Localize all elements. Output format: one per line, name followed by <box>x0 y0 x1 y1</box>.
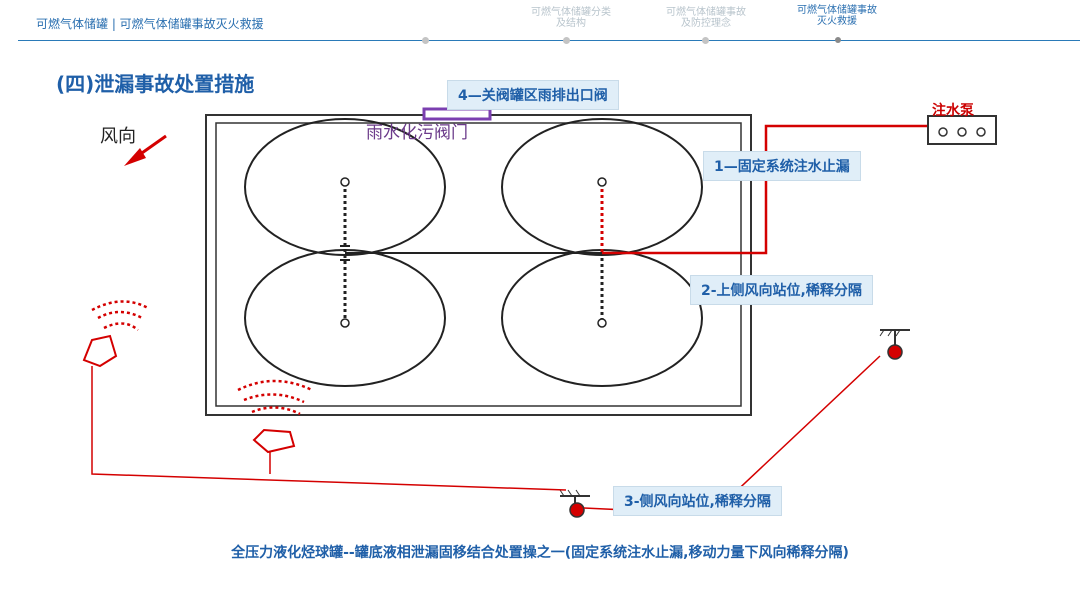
water-pump-icon <box>927 115 997 145</box>
pump-wheel-icon <box>976 127 986 137</box>
tank-nozzle <box>597 177 607 187</box>
tank-nozzle <box>340 318 350 328</box>
header-title: 可燃气体储罐 | 可燃气体储罐事故灭火救援 <box>36 17 264 31</box>
dike-outer-wall <box>205 114 752 416</box>
tank-nozzle <box>597 318 607 328</box>
nav-dot-1[interactable] <box>422 37 429 44</box>
nav-progress-line <box>18 40 1080 41</box>
callout-upwind-position: 2-上侧风向站位,稀释分隔 <box>690 275 873 305</box>
pump-wheel-icon <box>938 127 948 137</box>
tank-top-right <box>501 118 703 256</box>
water-monitor-left-icon <box>82 300 149 368</box>
wind-direction-arrow-icon <box>124 148 146 166</box>
nav-step-2[interactable]: 可燃气体储罐事故及防控理念 <box>666 7 746 29</box>
water-pump-label: 注水泵 <box>932 103 974 119</box>
hose-line-left <box>91 366 567 491</box>
water-injection-line <box>602 124 930 255</box>
section-title: (四)泄漏事故处置措施 <box>56 72 255 96</box>
rain-gate-label: 雨水化污阀门 <box>366 123 468 143</box>
nav-step-3[interactable]: 可燃气体储罐事故灭火救援 <box>797 5 877 27</box>
water-monitor-bottom-icon <box>237 379 313 454</box>
hydrant-bottom-icon <box>559 489 590 518</box>
wind-direction-label: 风向 <box>100 126 136 147</box>
nav-dot-3[interactable] <box>702 37 709 44</box>
tank-nozzle <box>340 177 350 187</box>
diagram-caption: 全压力液化烃球罐--罐底液相泄漏固移结合处置操之一(固定系统注水止漏,移动力量下… <box>231 545 849 561</box>
nav-step-1[interactable]: 可燃气体储罐分类及结构 <box>531 7 611 29</box>
hydrant-right-icon <box>879 329 910 360</box>
callout-close-rain-valve: 4—关阀罐区雨排出口阀 <box>447 80 619 110</box>
dike-inner-wall <box>215 122 742 407</box>
callout-sidewind-position: 3-侧风向站位,稀释分隔 <box>613 486 782 516</box>
pump-wheel-icon <box>957 127 967 137</box>
nav-dot-2[interactable] <box>563 37 570 44</box>
nav-dot-4[interactable] <box>835 37 841 43</box>
callout-fixed-injection: 1—固定系统注水止漏 <box>703 151 861 181</box>
